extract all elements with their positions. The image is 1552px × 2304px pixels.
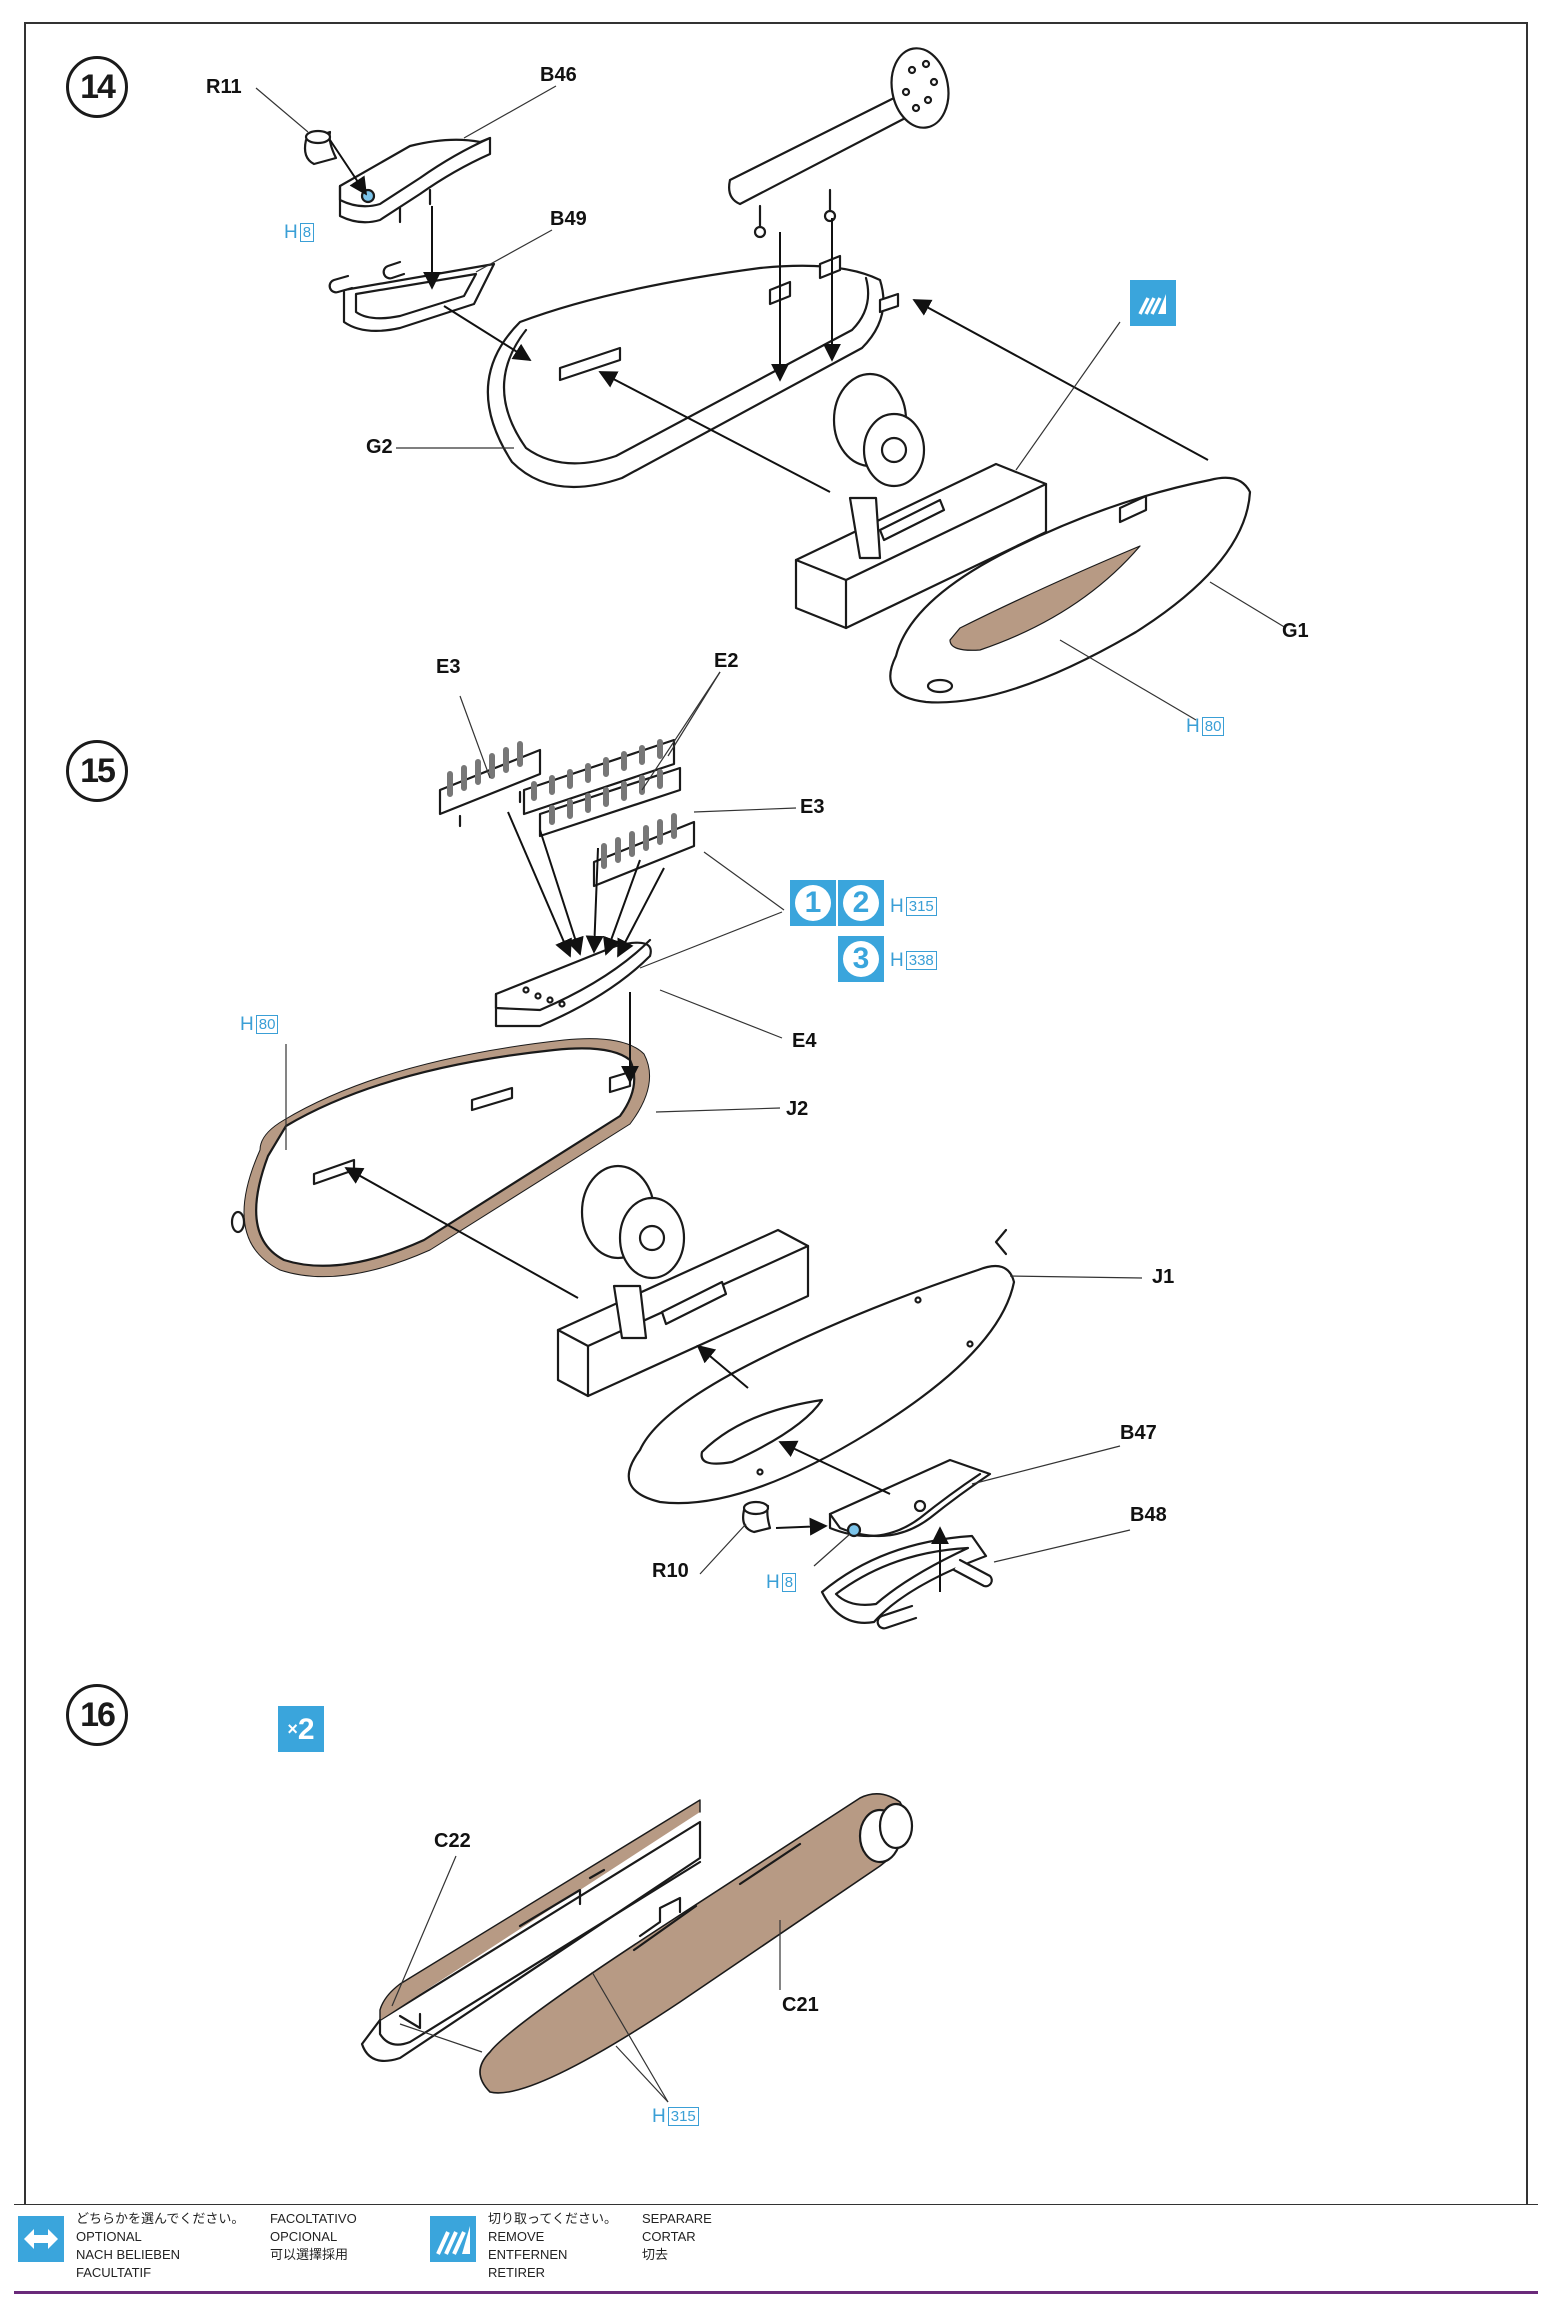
footer-color-bar — [14, 2291, 1538, 2294]
legend-remove-text-2: SEPARARE CORTAR 切去 — [642, 2211, 712, 2262]
label-e3-right: E3 — [800, 796, 825, 818]
part-g2 — [486, 254, 900, 488]
part-wheel-box-15 — [556, 1164, 810, 1398]
label-r10: R10 — [652, 1560, 689, 1582]
page-frame — [24, 22, 1528, 2204]
label-b48: B48 — [1130, 1504, 1167, 1526]
label-r11: R11 — [206, 76, 242, 98]
legend-optional-icon — [18, 2216, 64, 2262]
part-b49 — [328, 260, 496, 333]
part-g1 — [889, 476, 1252, 704]
part-c22 — [360, 1799, 702, 2062]
footer-rule — [14, 2204, 1538, 2205]
legend-remove-icon — [430, 2216, 476, 2262]
part-b47 — [828, 1458, 992, 1538]
label-e3-left: E3 — [436, 656, 461, 678]
legend-optional-text: どちらかを選んでください。 OPTIONAL NACH BELIEBEN FAC… — [76, 2211, 245, 2280]
part-c21 — [479, 1793, 914, 2094]
label-b46: B46 — [540, 64, 577, 86]
part-b46 — [338, 136, 492, 224]
part-e4 — [494, 938, 652, 1028]
part-j1 — [627, 1228, 1016, 1505]
part-r11 — [303, 129, 338, 166]
two-way-arrow-icon — [24, 2229, 58, 2249]
label-c21: C21 — [782, 1994, 819, 2016]
remove-marker-14 — [1130, 280, 1176, 326]
label-j1: J1 — [1152, 1266, 1175, 1288]
label-b47: B47 — [1120, 1422, 1157, 1444]
option-2-tile: 2 — [838, 880, 884, 926]
option-1-tile: 1 — [790, 880, 836, 926]
part-b48 — [820, 1534, 993, 1630]
cut-slash-icon — [1138, 294, 1166, 315]
part-e3-right — [592, 813, 696, 888]
part-e3-left — [438, 741, 542, 828]
label-g1: G1 — [1282, 620, 1309, 642]
label-c22: C22 — [434, 1830, 471, 1852]
part-j2 — [230, 1038, 651, 1278]
label-j2: J2 — [786, 1098, 809, 1120]
part-strut-disc — [728, 47, 950, 239]
legend-remove-text: 切り取ってください。 REMOVE ENTFERNEN RETIRER — [488, 2211, 617, 2280]
step-14-badge: 14 — [66, 56, 128, 118]
legend-optional-text-2: FACOLTATIVO OPCIONAL 可以選擇採用 — [270, 2211, 357, 2262]
quantity-badge: ×2 — [278, 1706, 324, 1752]
step-15-badge: 15 — [66, 740, 128, 802]
label-e4: E4 — [792, 1030, 817, 1052]
cut-slash-icon — [436, 2226, 470, 2255]
option-3-tile: 3 — [838, 936, 884, 982]
label-g2: G2 — [366, 436, 393, 458]
label-b49: B49 — [550, 208, 587, 230]
label-e2: E2 — [714, 650, 739, 672]
part-r10 — [742, 1500, 772, 1534]
part-e2 — [522, 738, 682, 838]
step-16-badge: 16 — [66, 1684, 128, 1746]
